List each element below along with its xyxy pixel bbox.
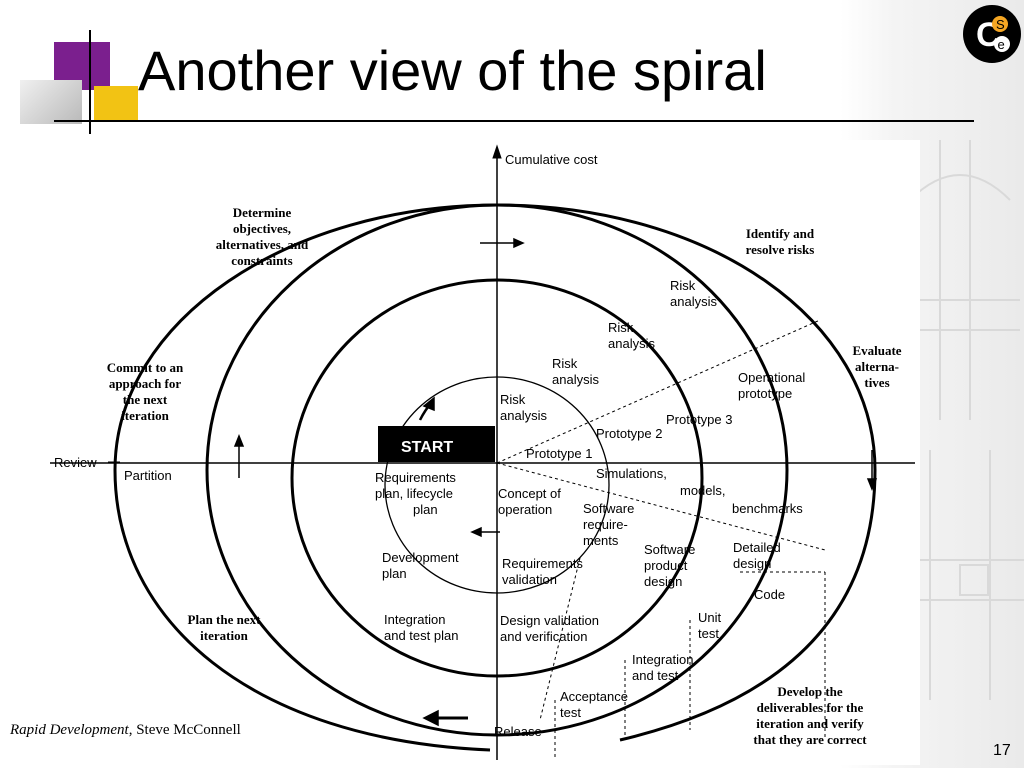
label-risk-1a: Risk xyxy=(670,278,696,293)
label-dev-plan-b: plan xyxy=(382,566,407,581)
label-release: Release xyxy=(494,724,542,739)
label-sw-req-b: require- xyxy=(583,517,628,532)
label-review: Review xyxy=(54,455,97,470)
label-int-plan-a: Integration xyxy=(384,612,445,627)
label-sim-b: models, xyxy=(680,483,726,498)
quadrant-tr-line-1: Identify and xyxy=(746,226,815,241)
quadrant-tl-line-4: constraints xyxy=(231,253,292,268)
decor-vertical-line xyxy=(89,30,91,134)
spiral-diagram: START Cumulative cost Determine objectiv… xyxy=(20,140,920,765)
arrow-up-icon xyxy=(233,433,245,447)
label-prototype-2: Prototype 2 xyxy=(596,426,663,441)
label-int-test-b: and test xyxy=(632,668,679,683)
axis-label-cumulative-cost: Cumulative cost xyxy=(505,152,598,167)
quadrant-tl-line-2: objectives, xyxy=(233,221,291,236)
label-dev-plan-a: Development xyxy=(382,550,459,565)
arrow-left-icon xyxy=(422,709,439,727)
label-code: Code xyxy=(754,587,785,602)
label-design-val-a: Design validation xyxy=(500,613,599,628)
radial-dashed-2 xyxy=(496,462,826,551)
quadrant-br-line-1: Develop the xyxy=(777,684,843,699)
caption-author: , Steve McConnell xyxy=(128,722,241,738)
label-detailed-a: Detailed xyxy=(733,540,781,555)
spiral-outer-right xyxy=(496,203,877,742)
label-req-plan-a: Requirements xyxy=(375,470,456,485)
spiral-loop-2 xyxy=(290,278,704,678)
label-benchmarks: benchmarks xyxy=(732,501,803,516)
quadrant-br-line-2: deliverables for the xyxy=(757,700,864,715)
label-int-plan-b: and test plan xyxy=(384,628,458,643)
label-sim-a: Simulations, xyxy=(596,466,667,481)
label-risk-3b: analysis xyxy=(552,372,599,387)
decor-square-yellow xyxy=(94,86,138,122)
quadrant-tl-line-1: Determine xyxy=(233,205,292,220)
label-concept-b: operation xyxy=(498,502,552,517)
label-sw-req-a: Software xyxy=(583,501,634,516)
label-int-test-a: Integration xyxy=(632,652,693,667)
label-req-plan-c: plan xyxy=(413,502,438,517)
label-sw-product-c: design xyxy=(644,574,682,589)
label-accept-a: Acceptance xyxy=(560,689,628,704)
quadrant-bl-line-1: Plan the next xyxy=(188,612,262,627)
spiral-outer-left xyxy=(113,203,498,752)
svg-text:S: S xyxy=(996,17,1005,32)
quadrant-l-line-2: approach for xyxy=(109,376,182,391)
arrow-left-small-icon xyxy=(470,526,482,538)
quadrant-br-line-3: iteration and verify xyxy=(756,716,864,731)
label-concept-a: Concept of xyxy=(498,486,561,501)
quadrant-l-line-4: iteration xyxy=(121,408,169,423)
radial-dashed-1 xyxy=(496,319,821,464)
label-risk-2b: analysis xyxy=(608,336,655,351)
cse-logo: C S e xyxy=(963,5,1021,63)
axis-arrow-icon xyxy=(492,144,502,159)
label-req-val-a: Requirements xyxy=(502,556,583,571)
label-prototype-3: Prototype 3 xyxy=(666,412,733,427)
start-box xyxy=(378,426,495,462)
label-operational-a: Operational xyxy=(738,370,805,385)
quadrant-l-line-3: the next xyxy=(123,392,168,407)
quadrant-bl-line-2: iteration xyxy=(200,628,248,643)
quadrant-r-line-3: tives xyxy=(864,375,889,390)
label-prototype-1: Prototype 1 xyxy=(526,446,593,461)
label-unit-a: Unit xyxy=(698,610,722,625)
quadrant-br-line-4: that they are correct xyxy=(753,732,867,747)
label-detailed-b: design xyxy=(733,556,771,571)
start-arrow-icon xyxy=(422,396,435,412)
quadrant-tr-line-2: resolve risks xyxy=(746,242,815,257)
label-partition: Partition xyxy=(124,468,172,483)
decor-square-gray xyxy=(20,80,82,124)
arrow-right-icon xyxy=(513,237,525,249)
quadrant-r-line-2: alterna- xyxy=(855,359,899,374)
quadrant-l-line-1: Commit to an xyxy=(107,360,184,375)
spiral-loop-1 xyxy=(384,376,610,594)
source-caption: Rapid Development, Steve McConnell xyxy=(10,722,241,739)
label-sw-product-a: Software xyxy=(644,542,695,557)
label-risk-4b: analysis xyxy=(500,408,547,423)
svg-text:e: e xyxy=(998,37,1005,52)
quadrant-tl-line-3: alternatives, and xyxy=(216,237,309,252)
title-divider xyxy=(54,120,974,122)
spiral-svg: START Cumulative cost Determine objectiv… xyxy=(50,144,915,760)
label-risk-3a: Risk xyxy=(552,356,578,371)
slide-number: 17 xyxy=(993,742,1011,759)
label-sw-product-b: product xyxy=(644,558,688,573)
label-risk-1b: analysis xyxy=(670,294,717,309)
label-req-plan-b: plan, lifecycle xyxy=(375,486,453,501)
slide-title: Another view of the spiral xyxy=(138,39,767,102)
label-unit-b: test xyxy=(698,626,719,641)
caption-title: Rapid Development xyxy=(10,722,129,738)
background-building-sketch xyxy=(909,140,1024,700)
label-req-val-b: validation xyxy=(502,572,557,587)
label-risk-4a: Risk xyxy=(500,392,526,407)
label-risk-2a: Risk xyxy=(608,320,634,335)
arrow-down-icon xyxy=(866,478,878,492)
label-sw-req-c: ments xyxy=(583,533,619,548)
label-accept-b: test xyxy=(560,705,581,720)
label-operational-b: prototype xyxy=(738,386,792,401)
label-design-val-b: and verification xyxy=(500,629,587,644)
quadrant-r-line-1: Evaluate xyxy=(852,343,901,358)
start-label: START xyxy=(401,439,453,456)
